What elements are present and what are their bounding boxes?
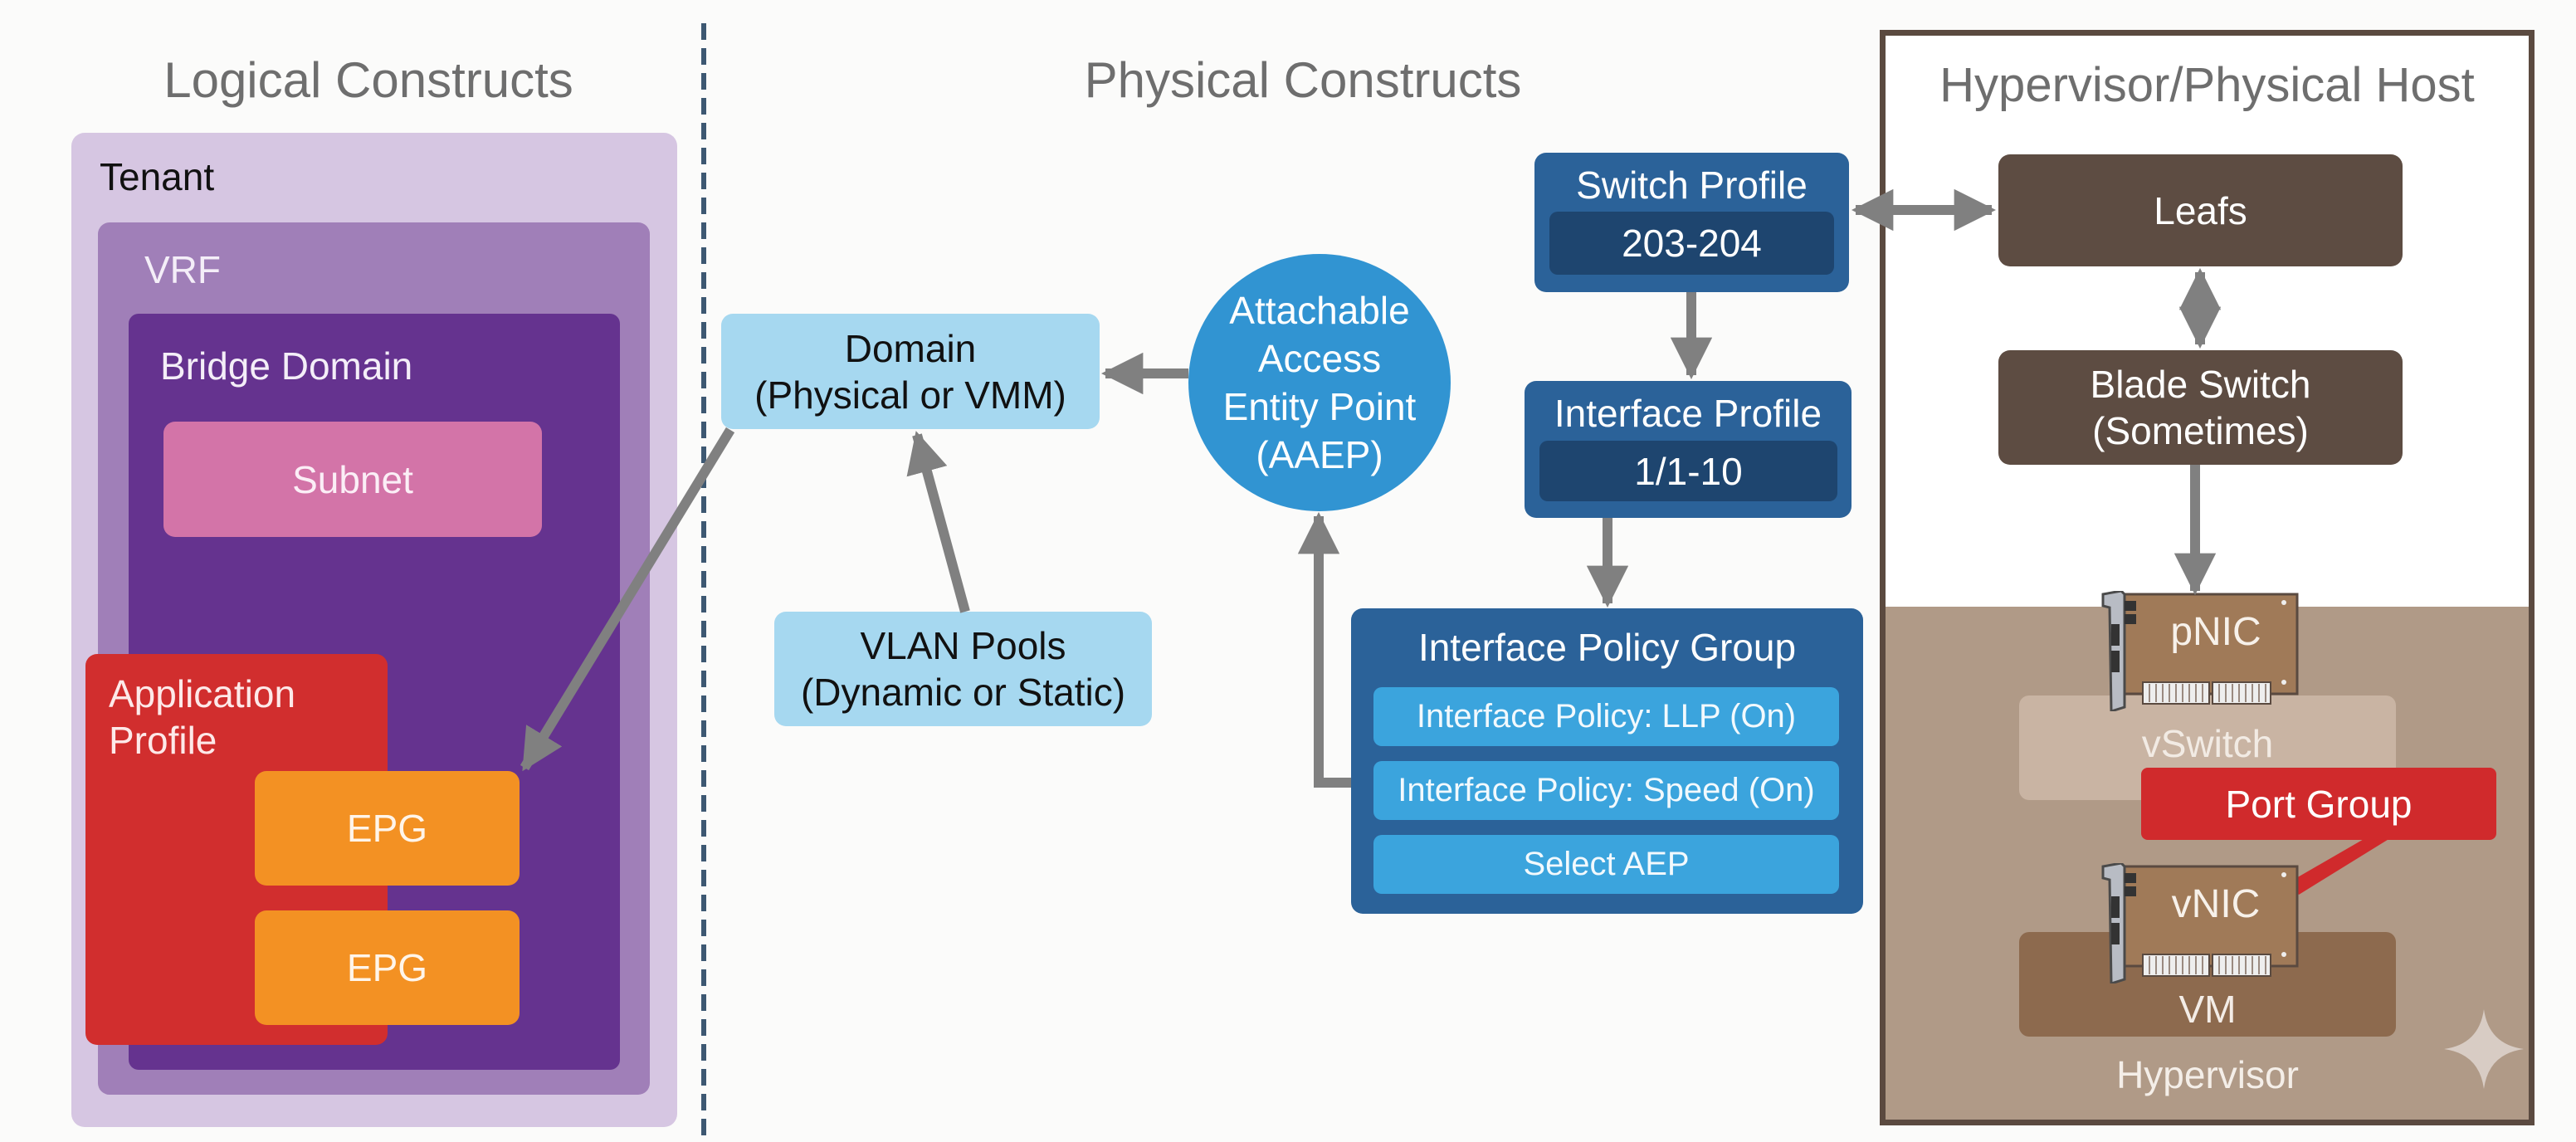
logical-constructs-heading: Logical Constructs: [163, 52, 573, 108]
blade-switch-subtitle: (Sometimes): [2092, 409, 2309, 452]
domain-subtitle: (Physical or VMM): [754, 373, 1066, 417]
interface-profile-value: 1/1-10: [1539, 441, 1837, 501]
nic-card-icon: [2101, 861, 2299, 986]
sparkle-icon: [2444, 1009, 2524, 1089]
subnet-label: Subnet: [292, 457, 413, 501]
vnic-label: vNIC: [2171, 882, 2261, 926]
nic-card-icon: [2101, 589, 2299, 714]
epg-label: EPG: [346, 946, 428, 989]
blade-switch-box: Blade Switch (Sometimes): [1998, 350, 2403, 465]
switch-profile-title: Switch Profile: [1576, 163, 1808, 207]
aaep-line: Access: [1257, 337, 1382, 380]
vlan-pools-box: VLAN Pools (Dynamic or Static): [774, 612, 1152, 726]
interface-profile-box: Interface Profile 1/1-10: [1525, 381, 1852, 518]
subnet-box: Subnet: [163, 422, 542, 537]
interface-profile-title: Interface Profile: [1554, 392, 1822, 435]
interface-policy-group-box: Interface Policy Group Interface Policy:…: [1351, 608, 1863, 914]
blade-switch-title: Blade Switch: [2090, 363, 2311, 406]
arrow-ipg-to-aaep: [1297, 511, 1351, 788]
interface-policy-group-title: Interface Policy Group: [1417, 626, 1797, 669]
arrow-vlan-to-domain: [906, 431, 970, 613]
epg-box: EPG: [255, 910, 520, 1025]
tenant-label: Tenant: [100, 155, 215, 198]
vrf-label: VRF: [144, 248, 221, 291]
leafs-box: Leafs: [1998, 154, 2403, 266]
aaep-line: Entity Point: [1222, 385, 1417, 428]
vlan-pools-subtitle: (Dynamic or Static): [800, 671, 1126, 714]
application-profile-label: Application Profile: [109, 672, 296, 762]
aaep-line: Attachable: [1229, 289, 1410, 332]
epg-label: EPG: [346, 807, 428, 850]
host-heading: Hypervisor/Physical Host: [1939, 58, 2475, 112]
vnic-card: vNIC: [2100, 861, 2299, 986]
port-group-box: Port Group: [2141, 768, 2496, 840]
interface-policy-llp: Interface Policy: LLP (On): [1373, 687, 1839, 746]
switch-profile-box: Switch Profile 203-204: [1534, 153, 1849, 292]
leafs-label: Leafs: [2154, 188, 2247, 232]
domain-title: Domain: [844, 326, 977, 370]
aaep-line: (AAEP): [1256, 433, 1383, 476]
physical-constructs-heading: Physical Constructs: [1084, 52, 1522, 108]
interface-policy-speed: Interface Policy: Speed (On): [1373, 761, 1839, 820]
switch-profile-value: 203-204: [1549, 212, 1834, 275]
bridge-domain-label: Bridge Domain: [160, 344, 413, 388]
hypervisor-label: Hypervisor: [2116, 1053, 2299, 1096]
epg-box: EPG: [255, 771, 520, 886]
section-divider: [701, 23, 706, 1135]
vswitch-label: vSwitch: [2141, 722, 2274, 765]
pnic-label: pNIC: [2170, 610, 2261, 654]
select-aep-item: Select AEP: [1373, 835, 1839, 894]
aaep-circle: Attachable Access Entity Point (AAEP): [1188, 254, 1451, 511]
vlan-pools-title: VLAN Pools: [860, 624, 1066, 667]
domain-box: Domain (Physical or VMM): [721, 314, 1100, 429]
port-group-label: Port Group: [2225, 782, 2413, 826]
pnic-card: pNIC: [2100, 589, 2299, 714]
vm-label: VM: [2178, 988, 2237, 1031]
